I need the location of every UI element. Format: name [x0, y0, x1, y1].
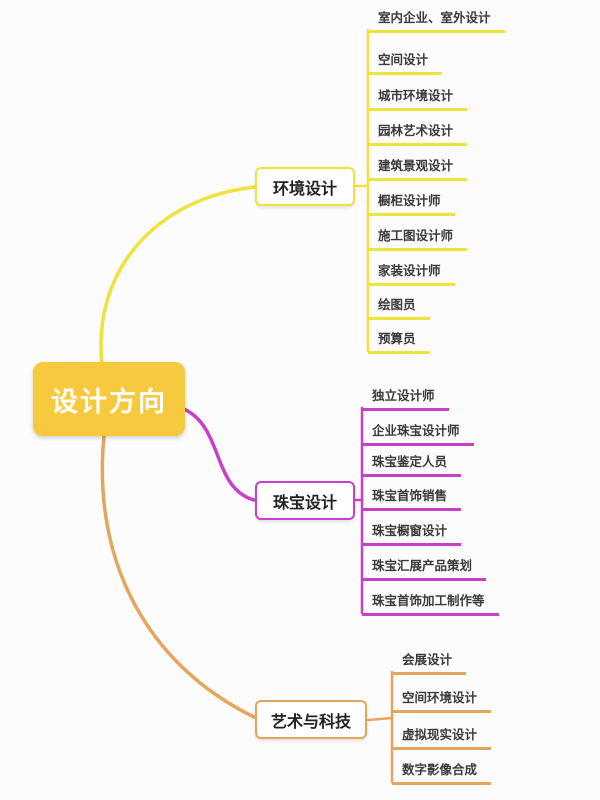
- branch2-curve: [182, 407, 256, 502]
- leaf-node: 会展设计: [392, 652, 467, 675]
- branch-node-jewelry-design: 珠宝设计: [255, 481, 355, 520]
- leaf-node: 企业珠宝设计师: [362, 423, 474, 446]
- leaf-node: 虚拟现实设计: [392, 727, 492, 750]
- leaf-node: 独立设计师: [362, 388, 449, 411]
- branch1-curve: [99, 185, 257, 366]
- leaf-node: 预算员: [368, 331, 430, 354]
- leaf-node: 室内企业、室外设计: [368, 10, 505, 33]
- leaf-node: 珠宝首饰销售: [362, 488, 462, 511]
- branch-node-environment-design: 环境设计: [255, 167, 355, 206]
- leaf-node: 珠宝汇展产品策划: [362, 558, 487, 581]
- branch3-spine-connector: [366, 716, 394, 722]
- leaf-node: 数字影像合成: [392, 762, 492, 785]
- branch-node-art-and-tech: 艺术与科技: [255, 700, 367, 739]
- root-node: 设计方向: [33, 362, 185, 436]
- leaf-node: 绘图员: [368, 297, 430, 320]
- leaf-node: 珠宝鉴定人员: [362, 454, 462, 477]
- leaf-node: 珠宝首饰加工制作等: [362, 593, 499, 616]
- leaf-node: 空间设计: [368, 52, 443, 75]
- leaf-node: 珠宝橱窗设计: [362, 523, 462, 546]
- leaf-node: 橱柜设计师: [368, 193, 455, 216]
- branch3-curve: [100, 434, 256, 719]
- leaf-node: 施工图设计师: [368, 228, 468, 251]
- leaf-node: 城市环境设计: [368, 88, 468, 111]
- leaf-node: 园林艺术设计: [368, 123, 468, 146]
- leaf-node: 建筑景观设计: [368, 158, 468, 181]
- leaf-node: 空间环境设计: [392, 690, 492, 713]
- leaf-node: 家装设计师: [368, 263, 455, 286]
